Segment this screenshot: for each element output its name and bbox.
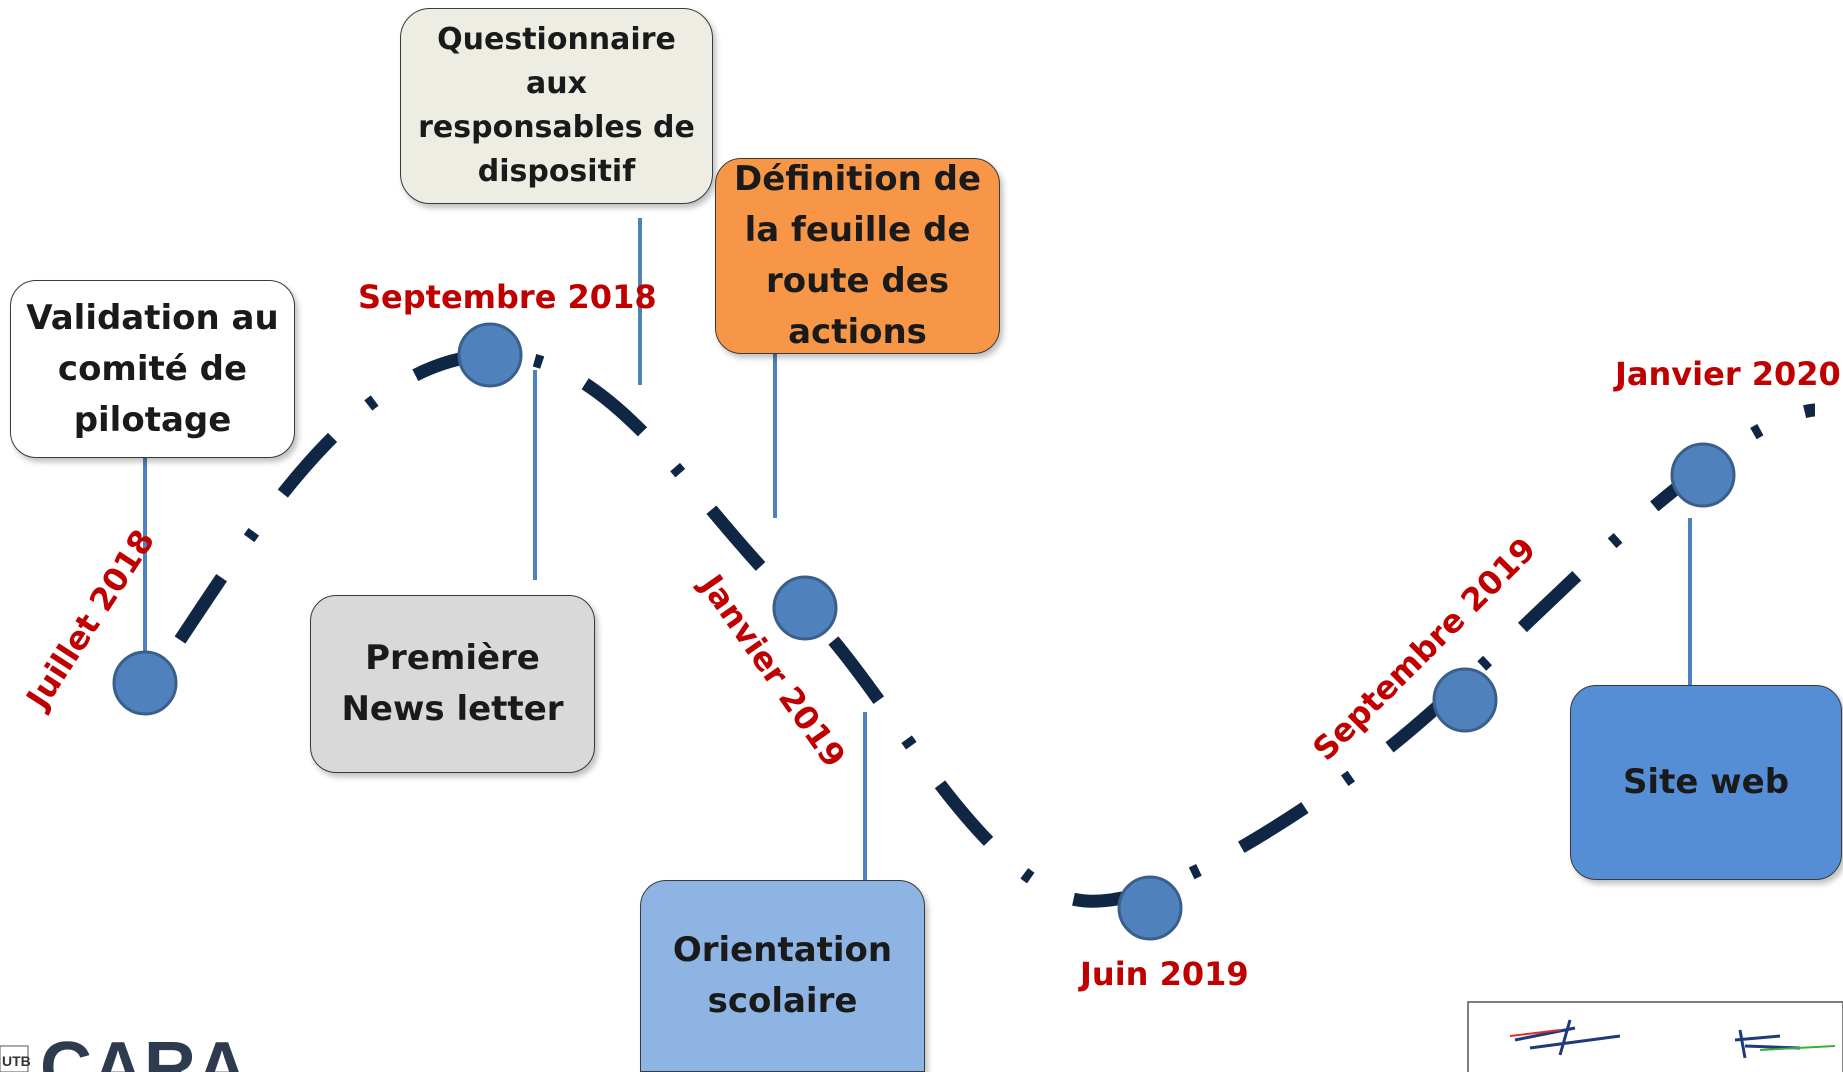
box-site-web-label: Site web [1622, 762, 1790, 802]
box-orientation-label: Orientation scolaire [672, 930, 893, 1021]
node-jan2020[interactable] [1670, 442, 1736, 508]
box-validation-label: Validation au comité de pilotage [26, 297, 279, 440]
box-feuille-de-route: Définition de la feuille de route des ac… [715, 158, 1000, 354]
node-jun2019[interactable] [1117, 875, 1183, 941]
date-juin-2019: Juin 2019 [1080, 955, 1249, 993]
logo-utb-text: UTB [2, 1053, 31, 1069]
box-newsletter-label: Première News letter [341, 638, 564, 729]
box-site-web: Site web [1570, 685, 1842, 880]
node-sep2019[interactable] [1432, 667, 1498, 733]
cara-logo: UTB CARA [0, 1028, 248, 1072]
node-jul2018[interactable] [112, 650, 178, 716]
box-newsletter: Première News letter [310, 595, 595, 773]
box-questionnaire-label: Questionnaire aux responsables de dispos… [418, 22, 695, 189]
node-sep2018[interactable] [457, 322, 523, 388]
date-janvier-2020: Janvier 2020 [1615, 355, 1841, 393]
box-orientation: Orientation scolaire [640, 880, 925, 1072]
node-jan2019[interactable] [772, 575, 838, 641]
box-questionnaire: Questionnaire aux responsables de dispos… [400, 8, 713, 204]
partner-logo [1467, 1001, 1843, 1072]
box-feuille-de-route-label: Définition de la feuille de route des ac… [733, 159, 982, 352]
logo-cara-text: CARA [40, 1028, 248, 1072]
box-validation: Validation au comité de pilotage [10, 280, 295, 458]
date-septembre-2018: Septembre 2018 [358, 278, 657, 316]
